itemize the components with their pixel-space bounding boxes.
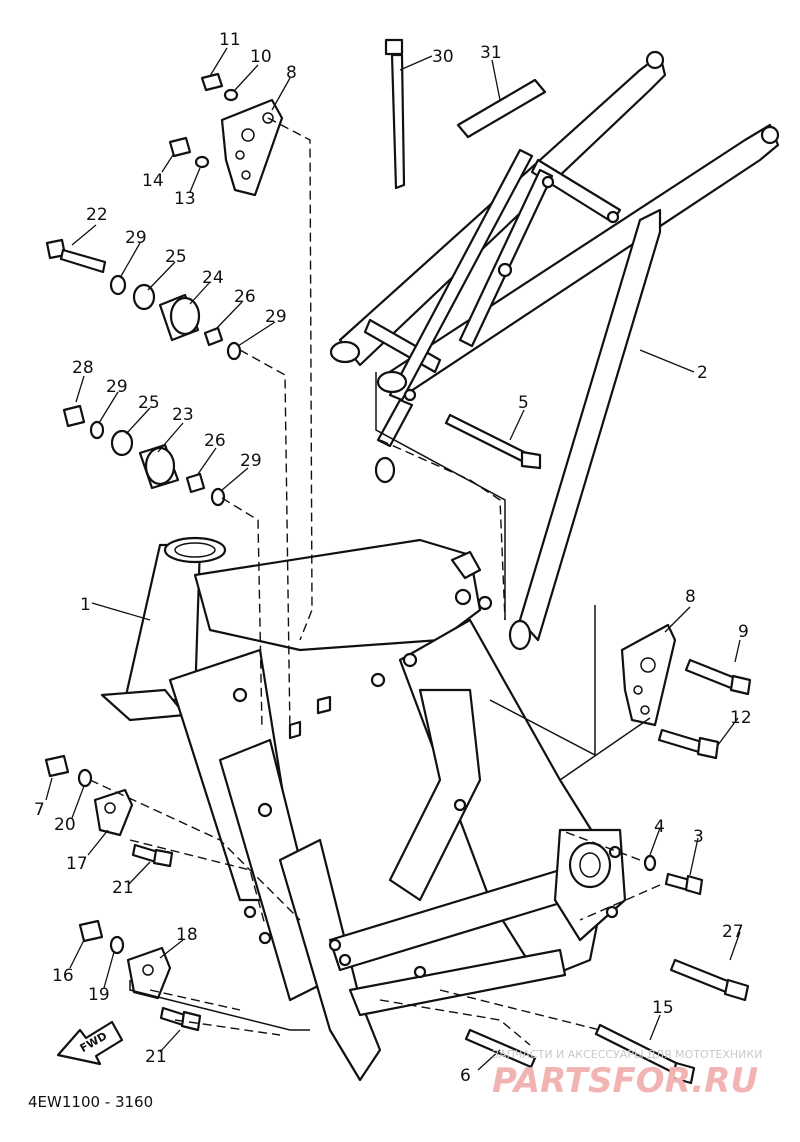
callout-20: 20 [54,815,76,835]
watermark-tagline: ЗАПЧАСТИ И АКСЕССУАРЫ ДЛЯ МОТОТЕХНИКИ [492,1048,762,1061]
callout-6: 6 [460,1066,471,1086]
callout-30: 30 [432,47,454,67]
callout-9: 9 [738,622,749,642]
watermark: ЗАПЧАСТИ И АКСЕССУАРЫ ДЛЯ МОТОТЕХНИКИ PA… [492,1048,762,1101]
callout-18: 18 [176,925,198,945]
callout-21-lower: 21 [145,1047,167,1067]
callout-13: 13 [174,189,196,209]
callout-17: 17 [66,854,88,874]
hardware [44,38,752,1085]
drawing-code: 4EW1100 - 3160 [28,1093,153,1111]
callout-29-b: 29 [265,307,287,327]
callout-2: 2 [697,363,708,383]
callout-1: 1 [80,595,91,615]
part-number-callouts: 1 2 3 4 5 6 7 8 8 9 10 11 12 13 14 15 16… [34,30,752,1086]
rear-frame [329,50,780,651]
callout-31: 31 [480,43,502,63]
callout-28: 28 [72,358,94,378]
callout-22: 22 [86,205,108,225]
callout-12: 12 [730,708,752,728]
callout-25-lower: 25 [138,393,160,413]
callout-5: 5 [518,393,529,413]
callout-8-upper: 8 [286,63,297,83]
dashed-guide-lines [89,117,661,1046]
callout-19: 19 [88,985,110,1005]
callout-23: 23 [172,405,194,425]
callout-29-d: 29 [240,451,262,471]
callout-26-upper: 26 [234,287,256,307]
callout-10: 10 [250,47,272,67]
callout-4: 4 [654,817,665,837]
main-frame [100,536,627,1082]
bracket-lines [129,372,651,1031]
callout-7: 7 [34,800,45,820]
callout-14: 14 [142,171,164,191]
callout-27: 27 [722,922,744,942]
callout-29-a: 29 [125,228,147,248]
watermark-brand: PARTSFOR.RU [492,1061,758,1101]
callout-8-right: 8 [685,587,696,607]
callout-25-upper: 25 [165,247,187,267]
callout-21-upper: 21 [112,878,134,898]
leader-lines [45,47,741,1071]
callout-11: 11 [219,30,241,50]
fwd-arrow-icon: FWD [56,1020,124,1066]
callout-24: 24 [202,268,224,288]
callout-3: 3 [693,827,704,847]
callout-15: 15 [652,998,674,1018]
callout-26-lower: 26 [204,431,226,451]
callout-29-c: 29 [106,377,128,397]
callout-16: 16 [52,966,74,986]
